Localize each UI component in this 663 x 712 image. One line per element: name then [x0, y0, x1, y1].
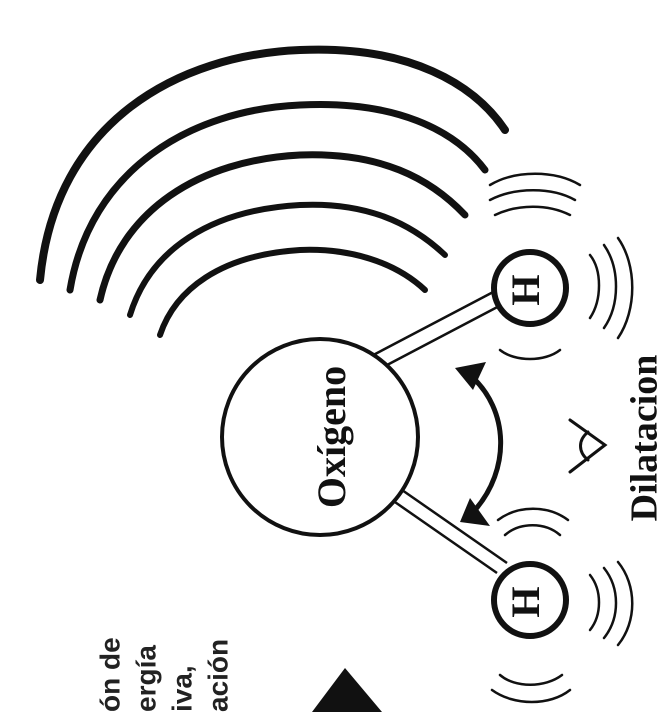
emission-waves [40, 50, 505, 335]
bond-left [392, 490, 507, 573]
side-text-line-4: ación [202, 639, 233, 712]
side-text-line-1: ón de [94, 637, 125, 712]
wave-arc-1 [160, 250, 425, 335]
angle-symbol-icon [570, 420, 605, 472]
side-text-line-3: iva, [166, 665, 197, 712]
oxygen-label: Oxígeno [309, 366, 354, 508]
triangle-arrow-icon [312, 668, 382, 712]
stretch-label: Dilatacion [624, 355, 663, 522]
side-text-line-2: ergía [130, 645, 161, 712]
side-text: ón de ergía iva, ación [94, 637, 233, 712]
wave-arc-4 [70, 104, 485, 290]
curved-double-arrow-icon [455, 362, 501, 526]
hydrogen-right-label: H [503, 274, 548, 305]
oxygen-atom: Oxígeno [222, 339, 418, 535]
hydrogen-atom-right: H [494, 252, 566, 324]
hydrogen-atom-left: H [494, 564, 566, 636]
hydrogen-left-label: H [503, 586, 548, 617]
